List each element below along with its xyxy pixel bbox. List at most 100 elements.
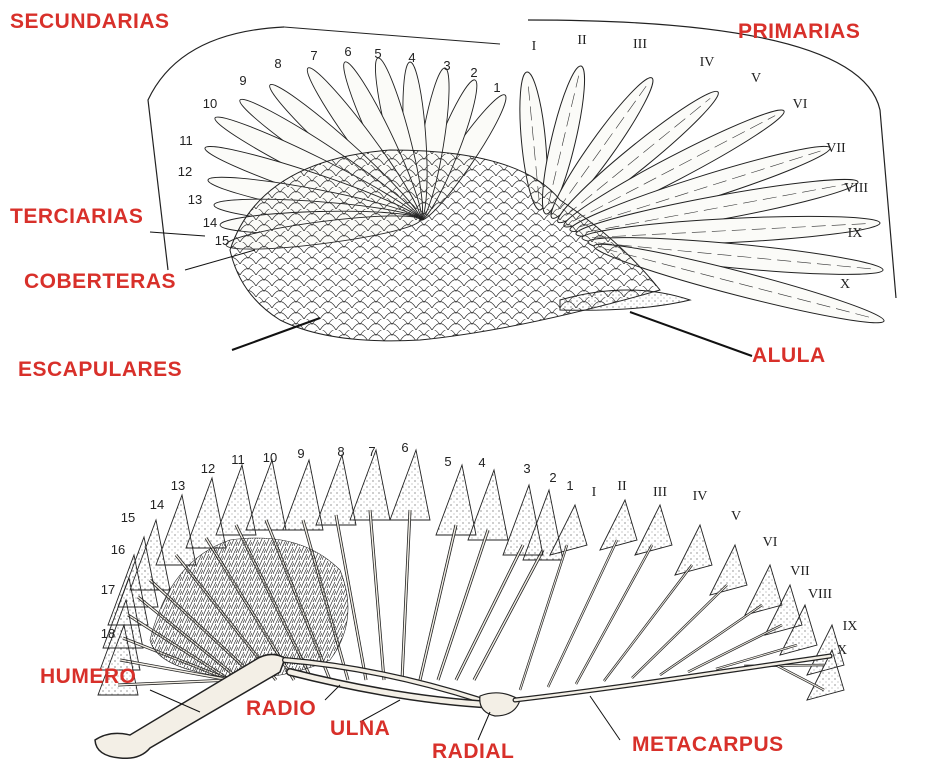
top-secondary-number: 8 xyxy=(274,56,281,71)
bottom-secondary-feather xyxy=(503,485,543,555)
bottom-secondary-number: 3 xyxy=(523,461,530,476)
top-secondary-number: 12 xyxy=(178,164,192,179)
carpal-joint xyxy=(480,693,520,716)
bottom-primary-numeral: VI xyxy=(763,535,778,550)
top-secondary-number: 14 xyxy=(203,215,217,230)
bottom-secondary-shaft-core xyxy=(420,525,456,680)
bottom-primary-shaft-core xyxy=(576,545,652,684)
bottom-primary-numeral: X xyxy=(837,643,847,658)
bottom-secondary-number: 17 xyxy=(101,582,115,597)
top-primary-numeral: VIII xyxy=(844,181,868,196)
bottom-secondary-number: 7 xyxy=(368,444,375,459)
bottom-secondary-number: 10 xyxy=(263,450,277,465)
bottom-primary-feather xyxy=(600,500,637,550)
top-secondary-number: 6 xyxy=(344,44,351,59)
bottom-secondary-number: 12 xyxy=(201,461,215,476)
top-secondary-number: 7 xyxy=(310,48,317,63)
bottom-secondary-feather xyxy=(283,460,323,530)
bottom-secondary-shaft-core xyxy=(438,530,488,680)
label-alula: ALULA xyxy=(752,344,826,368)
pointer-terciarias xyxy=(150,232,205,236)
bottom-secondary-feather xyxy=(390,450,430,520)
bottom-secondary-number: 5 xyxy=(444,454,451,469)
bottom-primary-numeral: VII xyxy=(790,564,810,579)
pointer-metacarpus xyxy=(590,696,620,740)
top-primary-numeral: VII xyxy=(826,141,846,156)
top-primary-numeral: III xyxy=(633,37,647,52)
label-escapulares: ESCAPULARES xyxy=(18,358,182,382)
bottom-secondary-number: 4 xyxy=(478,455,485,470)
bottom-primary-shaft-core xyxy=(632,585,727,678)
metacarpus-bone-inner xyxy=(515,656,830,700)
bottom-primary-shaft-core xyxy=(520,545,567,690)
top-secondary-number: 10 xyxy=(203,96,217,111)
label-humero: HUMERO xyxy=(40,665,136,689)
label-primarias: PRIMARIAS xyxy=(738,20,860,44)
bottom-primary-shaft-core xyxy=(660,605,762,675)
bottom-secondary-number: 15 xyxy=(121,510,135,525)
top-primary-numeral: IX xyxy=(848,226,863,241)
bottom-secondary-shaft-core xyxy=(370,510,384,680)
top-secondary-number: 1 xyxy=(493,80,500,95)
bottom-secondary-number: 2 xyxy=(549,470,556,485)
bottom-secondary-number: 1 xyxy=(566,478,573,493)
bottom-secondary-number: 8 xyxy=(337,444,344,459)
bottom-secondary-feather xyxy=(436,465,476,535)
top-primary-numeral: VI xyxy=(793,97,808,112)
label-radio: RADIO xyxy=(246,697,316,721)
bottom-secondary-number: 18 xyxy=(101,626,115,641)
top-secondary-number: 11 xyxy=(179,133,193,148)
bottom-secondary-feather xyxy=(316,455,356,525)
top-primary-numeral: X xyxy=(840,277,850,292)
bottom-primary-numeral: IX xyxy=(843,619,858,634)
bottom-wing: 123456789101112131415161718 IIIIIIIVVVIV… xyxy=(95,440,857,758)
top-secondary-number: 15 xyxy=(215,233,229,248)
top-primary-numeral: II xyxy=(577,33,587,48)
bottom-secondary-number: 16 xyxy=(111,542,125,557)
top-secondary-number: 3 xyxy=(443,58,450,73)
bottom-primary-feather xyxy=(635,505,672,555)
label-coberteras: COBERTERAS xyxy=(24,270,176,294)
top-secondary-number: 2 xyxy=(470,65,477,80)
top-primary-numeral: I xyxy=(532,39,537,54)
bottom-secondary-shaft-core xyxy=(474,550,543,680)
top-frame-divider xyxy=(284,27,500,44)
pointer-radial xyxy=(478,712,490,740)
top-primary-numeral: V xyxy=(751,71,761,86)
bottom-primary-numeral: V xyxy=(731,509,741,524)
top-secondary-number: 5 xyxy=(374,46,381,61)
label-radial: RADIAL xyxy=(432,740,514,764)
bottom-secondary-feather xyxy=(186,478,226,548)
bottom-primary-numeral: II xyxy=(617,479,627,494)
top-secondary-number: 4 xyxy=(408,50,415,65)
label-terciarias: TERCIARIAS xyxy=(10,205,143,229)
bottom-secondary-number: 9 xyxy=(297,446,304,461)
bottom-secondary-number: 13 xyxy=(171,478,185,493)
bottom-primary-shaft-core xyxy=(548,540,617,687)
top-secondary-number: 13 xyxy=(188,192,202,207)
bottom-secondary-feather xyxy=(216,465,256,535)
bottom-primary-numeral: VIII xyxy=(808,587,832,602)
pointer-alula xyxy=(630,312,752,356)
bottom-secondary-number: 11 xyxy=(231,452,245,467)
top-secondary-number: 9 xyxy=(239,73,246,88)
bottom-primary-numeral: I xyxy=(592,485,597,500)
bottom-secondary-shaft-core xyxy=(402,510,410,680)
label-ulna: ULNA xyxy=(330,717,390,741)
bottom-primary-feathers xyxy=(520,500,844,700)
bottom-secondary-feather xyxy=(350,450,390,520)
bottom-secondary-number: 14 xyxy=(150,497,164,512)
bottom-secondary-shaft-core xyxy=(456,545,523,680)
bottom-primary-feather xyxy=(710,545,747,595)
bottom-primary-numeral: IV xyxy=(693,489,708,504)
pointer-radio xyxy=(325,685,340,700)
label-metacarpus: METACARPUS xyxy=(632,733,784,757)
bottom-secondary-number: 6 xyxy=(401,440,408,455)
top-primary-numeral: IV xyxy=(700,55,715,70)
bottom-primary-feather xyxy=(745,565,782,615)
label-secundarias: SECUNDARIAS xyxy=(10,10,170,34)
pointer-escapulares xyxy=(232,318,320,350)
